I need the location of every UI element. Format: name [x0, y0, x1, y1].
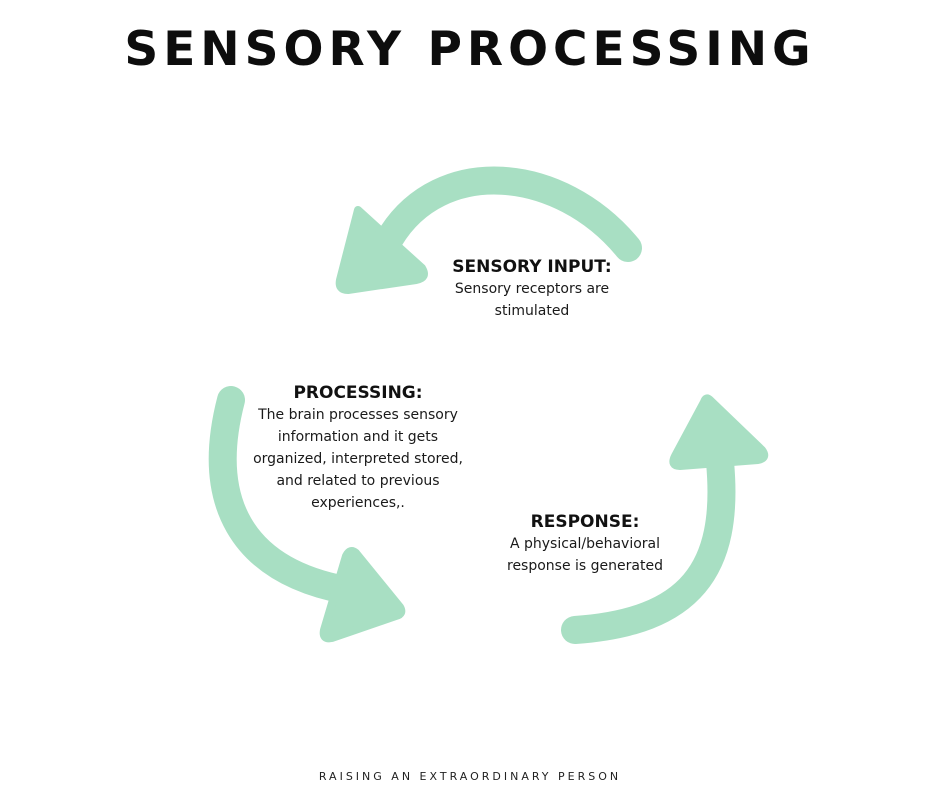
arrowhead-top	[335, 206, 428, 294]
stage-processing: PROCESSING: The brain processes sensory …	[238, 382, 478, 514]
arrow-shaft-right	[561, 448, 736, 644]
stage-description-line: Sensory receptors are	[454, 281, 610, 297]
stage-description-line: stimulated	[494, 303, 570, 319]
stage-description-line: and related to previous	[276, 473, 440, 489]
stage-description-line: experiences,.	[311, 495, 405, 511]
stage-description-line: The brain processes sensory	[258, 407, 458, 423]
arrow-processing-to-response	[208, 386, 406, 643]
arrow-input-to-processing	[335, 166, 642, 294]
stage-heading-sensory-input: SENSORY INPUT:	[452, 257, 612, 277]
footer-brand: RAISING AN EXTRAORDINARY PERSON	[318, 770, 622, 783]
page-title: SENSORY PROCESSING	[124, 22, 816, 77]
stage-description-line: information and it gets	[277, 429, 439, 445]
stage-response: RESPONSE: A physical/behavioral response…	[485, 511, 685, 577]
stage-sensory-input: SENSORY INPUT: Sensory receptors are sti…	[432, 256, 632, 322]
stage-heading-processing: PROCESSING:	[293, 383, 423, 403]
stage-description-line: A physical/behavioral	[509, 536, 661, 552]
arrow-shaft-top	[376, 166, 642, 262]
stage-description-line: response is generated	[507, 558, 663, 574]
stage-description-line: organized, interpreted stored,	[253, 451, 463, 467]
arrowhead-left	[319, 547, 406, 643]
arrow-response-to-input	[561, 394, 769, 644]
arrowhead-right	[669, 394, 769, 470]
arrow-shaft-left	[208, 386, 359, 604]
stage-heading-response: RESPONSE:	[530, 512, 640, 532]
